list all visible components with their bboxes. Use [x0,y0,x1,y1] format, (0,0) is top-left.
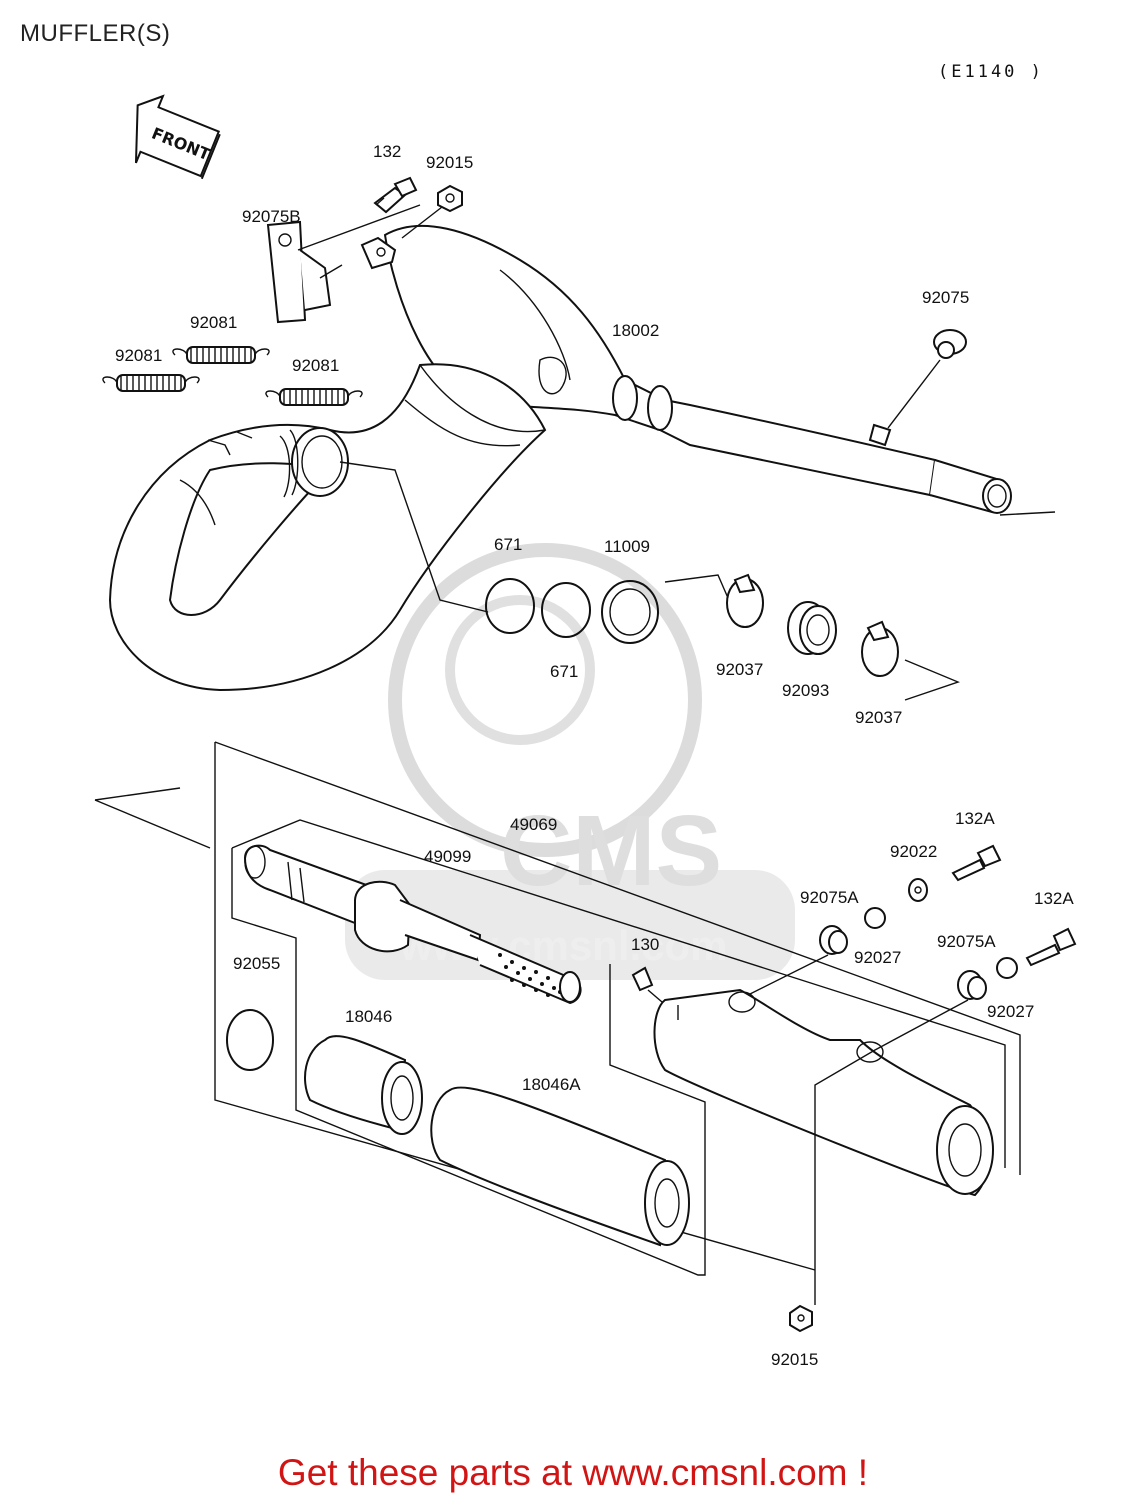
part-label-132: 132 [373,142,401,161]
part-label-92015-bottom: 92015 [771,1350,818,1369]
part-label-92055: 92055 [233,954,280,973]
springs-92081 [102,346,363,406]
collar-92027-right [996,957,1018,979]
silencer-body [653,988,994,1197]
o-rings-671 [485,578,591,638]
packing-18046 [304,1035,423,1135]
clamp-92037-right [861,620,899,677]
leader-gasket [664,574,729,599]
part-label-92027-right: 92027 [987,1002,1034,1021]
leader-header-to-oring [339,461,489,613]
page-title: MUFFLER(S) [20,20,171,47]
part-label-92015-top: 92015 [426,153,473,172]
footer-link[interactable]: Get these parts at www.cmsnl.com ! [277,1452,869,1493]
front-arrow: FRONT [134,94,221,180]
clamp-92037-left [726,573,764,628]
part-label-132a-lower: 132A [1034,889,1074,908]
watermark-brand: CMS [500,795,722,907]
joint-92093 [787,601,837,655]
screw-130 [631,966,663,1003]
header-pipe [108,363,547,692]
part-labels: 132 92015 92075B 92081 92081 92081 18002… [115,142,1074,1369]
nut-92015-bottom [789,1304,813,1333]
diagram-code: (E1140 ) [938,62,1044,82]
part-label-92075a-left: 92075A [800,888,859,907]
grommet-92075a-right [814,970,987,1305]
part-label-130: 130 [631,935,659,954]
part-label-92081-a: 92081 [190,313,237,332]
part-label-92081-b: 92081 [115,346,162,365]
part-label-671-top: 671 [494,535,522,554]
bolt-132a-lower [1025,927,1077,967]
grommet-92075a-left [747,925,848,996]
part-label-18002: 18002 [612,321,659,340]
part-label-132a-upper: 132A [955,809,995,828]
expansion-chamber-18002 [360,224,1056,516]
leader-clamp-right [904,659,960,701]
part-label-92022: 92022 [890,842,937,861]
gasket-11009 [601,580,659,644]
part-label-92037-right: 92037 [855,708,902,727]
part-label-92075b: 92075B [242,207,301,226]
part-label-92081-c: 92081 [292,356,339,375]
packing-18046a [430,1086,690,1247]
bolt-132a-upper [951,844,1002,882]
part-label-49069: 49069 [510,815,557,834]
part-label-49099: 49099 [424,847,471,866]
bracket-92075b [266,204,421,324]
part-label-92075: 92075 [922,288,969,307]
exploded-parts-diagram: CMS www.cmsnl.com FRONT [94,94,1077,1369]
part-label-11009: 11009 [604,537,650,556]
washer-92022 [908,878,928,902]
bolt-132 [373,176,418,214]
part-label-92027-left: 92027 [854,948,901,967]
part-label-18046a: 18046A [522,1075,581,1094]
part-label-92075a-right: 92075A [937,932,996,951]
nut-92015-top [401,184,463,239]
collar-92027-left [864,907,886,929]
inner-tube-49099 [243,844,582,1005]
grommet-92075 [887,329,967,429]
part-label-18046: 18046 [345,1007,392,1026]
part-label-92093: 92093 [782,681,829,700]
part-label-92037-left: 92037 [716,660,763,679]
part-label-671-bottom: 671 [550,662,578,681]
gasket-92055 [226,1009,274,1071]
